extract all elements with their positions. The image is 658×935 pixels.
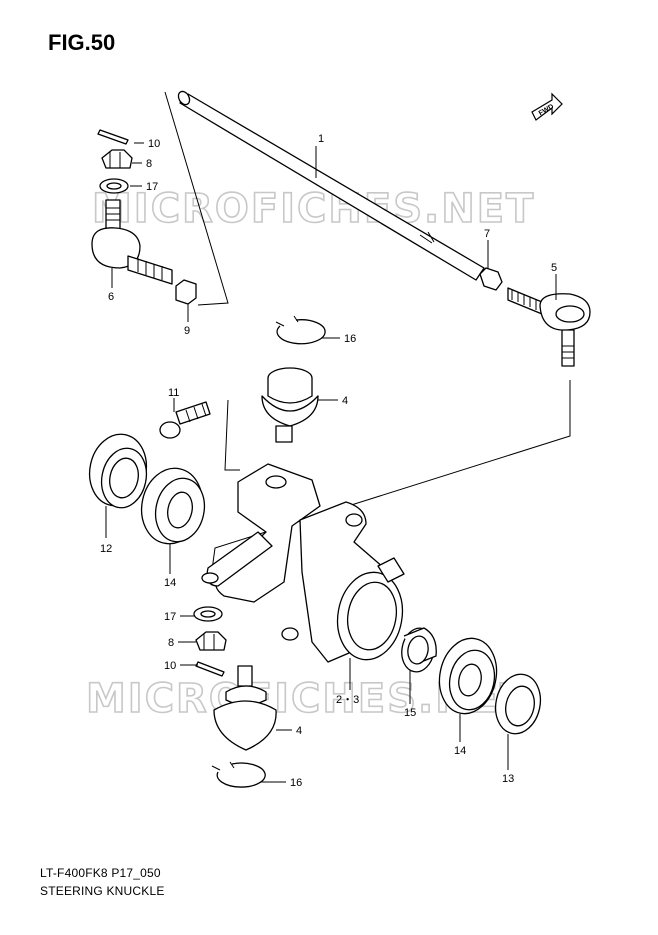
leader-lines	[105, 142, 557, 783]
spacer	[401, 627, 437, 673]
washer-top	[99, 178, 129, 194]
callout-15: 15	[404, 707, 416, 719]
callout-14-left: 14	[164, 577, 176, 589]
cotter-pin-top	[97, 129, 129, 145]
callout-1: 1	[318, 133, 324, 145]
figure-caption: STEERING KNUCKLE	[40, 884, 165, 898]
bolt	[159, 401, 211, 439]
callout-17-bottom: 17	[164, 611, 176, 623]
castle-nut-top	[101, 149, 133, 169]
steering-knuckle	[201, 463, 405, 663]
circlip-top	[275, 315, 326, 345]
callout-2-3: 2・3	[336, 694, 359, 706]
figure-title: FIG.50	[48, 30, 116, 55]
callout-10-top: 10	[148, 138, 160, 150]
callout-8-top: 8	[146, 158, 152, 170]
oil-seal-left	[88, 433, 148, 509]
castle-nut-bottom	[195, 631, 227, 651]
callout-14-right: 14	[454, 745, 466, 757]
fwd-arrow-icon: FWD	[531, 92, 563, 121]
callout-4-top: 4	[342, 395, 348, 407]
washer-bottom	[193, 606, 223, 622]
callout-13: 13	[502, 773, 514, 785]
callout-12: 12	[100, 543, 112, 555]
circlip-bottom	[211, 761, 266, 788]
callout-labels: 1 2・3 4 4 5 6 7 8 8 9 10 10 11 12 13 14 …	[100, 133, 557, 789]
callout-10-bottom: 10	[164, 660, 176, 672]
tie-rod-nut	[479, 267, 503, 291]
callout-17-top: 17	[146, 181, 158, 193]
tie-rod-end-right	[507, 287, 591, 367]
bearing-right	[438, 637, 498, 715]
callout-6: 6	[108, 291, 114, 303]
oil-seal-right	[494, 673, 542, 735]
tie-rod	[177, 90, 485, 281]
figure-code: LT-F400FK8 P17_050	[40, 866, 161, 880]
ball-joint-top	[261, 367, 319, 443]
fwd-label: FWD	[538, 103, 555, 117]
callout-16-top: 16	[344, 333, 356, 345]
callout-11: 11	[168, 387, 179, 399]
callout-7: 7	[484, 228, 490, 240]
assembly-bracket	[164, 91, 571, 571]
tie-rod-end-left	[91, 199, 173, 285]
nut-left	[175, 279, 197, 305]
callout-8-bottom: 8	[168, 637, 174, 649]
ball-joint-bottom	[213, 665, 277, 751]
callout-9: 9	[184, 325, 190, 337]
callout-16-bottom: 16	[290, 777, 302, 789]
callout-4-bottom: 4	[296, 725, 302, 737]
bearing-left	[140, 467, 206, 545]
watermark-top: MICROFICHES.NET	[92, 186, 535, 232]
callout-5: 5	[551, 262, 557, 274]
cotter-pin-bottom	[195, 661, 225, 677]
